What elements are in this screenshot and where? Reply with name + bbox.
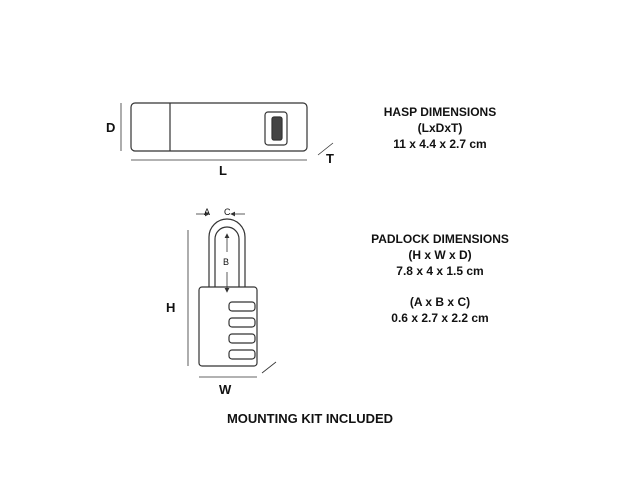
padlock-dimensions-title: PADLOCK DIMENSIONS — [371, 232, 509, 246]
shackle-dimensions-format: (A x B x C) — [409, 295, 471, 309]
hasp-dimensions-format: (LxDxT) — [417, 121, 463, 135]
padlock-dial-4 — [228, 349, 256, 360]
hasp-drawing — [130, 102, 308, 152]
hasp-dimensions-value: 11 x 4.4 x 2.7 cm — [393, 137, 487, 151]
hasp-thickness-dimension — [317, 142, 334, 156]
hasp-dimensions-title: HASP DIMENSIONS — [383, 105, 497, 119]
padlock-drawing — [198, 218, 258, 367]
hasp-body — [130, 102, 308, 152]
shackle-dimensions-value: 0.6 x 2.7 x 2.2 cm — [391, 311, 489, 325]
hasp-label-t: T — [326, 151, 334, 166]
hasp-label-l: L — [219, 163, 227, 178]
hasp-slot-outer — [264, 111, 288, 146]
padlock-label-h: H — [166, 300, 176, 315]
mounting-kit-note: MOUNTING KIT INCLUDED — [226, 411, 394, 426]
padlock-dimensions-value: 7.8 x 4 x 1.5 cm — [396, 264, 484, 278]
padlock-dial-3 — [228, 333, 256, 344]
padlock-dial-2 — [228, 317, 256, 328]
hasp-slot-inner — [271, 116, 283, 141]
shackle-label-b: B — [223, 257, 230, 267]
shackle-label-a: A — [204, 207, 211, 217]
padlock-label-w: W — [219, 382, 232, 397]
padlock-depth-dimension — [261, 361, 277, 374]
hasp-label-d: D — [106, 120, 116, 135]
shackle-label-c: C — [224, 207, 231, 217]
padlock-dial-1 — [228, 301, 256, 312]
padlock-dimensions-format: (H x W x D) — [408, 248, 472, 262]
